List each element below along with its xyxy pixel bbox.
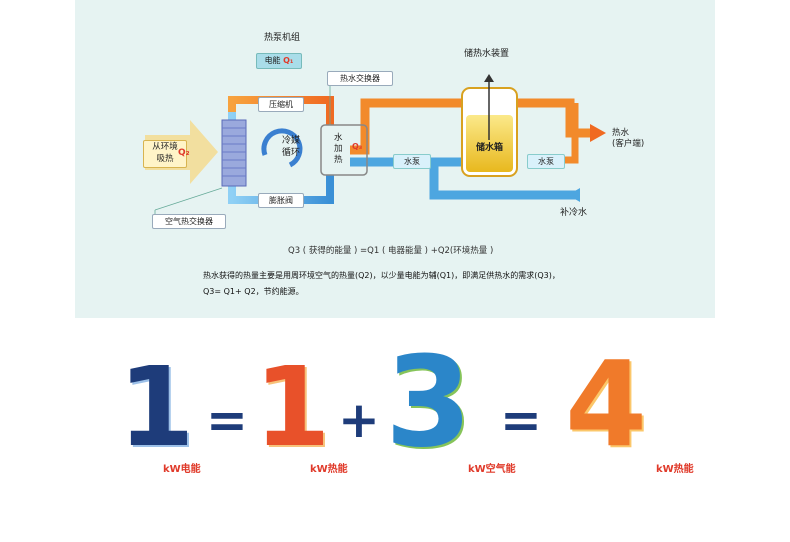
formula-text: Q3 ( 获得的能量 ) =Q1 ( 电器能量 ) +Q2(环境热量 ) (288, 246, 494, 256)
air-exchanger-label: 空气热交换器 (152, 214, 226, 229)
unit-electric-label: kW电能 (163, 464, 201, 475)
storage-tank-water (466, 115, 513, 172)
unit-heat-label: kW热能 (310, 464, 348, 475)
cold-water-pipe (429, 162, 580, 200)
hot-water-pipe (350, 98, 465, 155)
description-line-1: 热水获得的热量主要是用周环境空气的热量(Q2)，以少量电能为辅(Q1)，即满足供… (203, 271, 560, 280)
expansion-valve-box: 膨胀阀 (258, 193, 304, 208)
water-tank-label: 储水箱 (476, 143, 504, 153)
number-1-heat: 1 (254, 343, 331, 471)
hot-water-label: 热水 (客户端) (612, 128, 645, 149)
compressor-box: 压缩机 (258, 97, 304, 112)
pump-right-label: 水泵 (527, 154, 565, 169)
water-heating-label: 水 加 热 (334, 133, 343, 165)
description-text: 热水获得的热量主要是用周环境空气的热量(Q2)，以少量电能为辅(Q1)，即满足供… (203, 268, 560, 300)
water-exchanger-label: 热水交换器 (327, 71, 393, 86)
hot-water-out-pipe (514, 98, 590, 138)
pump-left-label: 水泵 (393, 154, 431, 169)
absorb-heat-box: 从环境 吸热 (143, 140, 187, 168)
cold-water-arrow (568, 188, 580, 202)
cold-water-label: 补冷水 (560, 208, 588, 218)
cycle-arrow (261, 128, 303, 168)
number-3-air: 3 (385, 330, 472, 475)
equals-sign-2: = (500, 391, 542, 449)
unit-total-heat-label: kW热能 (656, 464, 694, 475)
description-line-2: Q3= Q1+ Q2，节约能源。 (203, 287, 304, 296)
absorb-heat-label: 从环境 吸热 (152, 142, 178, 164)
q3-label: Q₃ (352, 142, 363, 151)
heat-pump-unit-label: 热泵机组 (264, 33, 301, 43)
hot-water-arrow (590, 124, 606, 142)
plus-sign: + (338, 391, 380, 449)
water-exchanger-box (320, 124, 368, 176)
number-1-electric: 1 (118, 343, 195, 471)
electric-energy-label: 电能 (264, 56, 281, 65)
air-exchanger-coil (221, 119, 247, 187)
q2-label: Q₂ (178, 148, 190, 158)
storage-device-label: 储热水装置 (464, 49, 510, 59)
equals-sign-1: = (206, 391, 248, 449)
q1-label: Q₁ (283, 56, 294, 65)
refrigerant-cycle-label: 冷媒 循环 (281, 136, 300, 158)
unit-air-label: kW空气能 (468, 464, 516, 475)
number-4-heat: 4 (565, 335, 648, 473)
electric-energy-box: 电能 Q₁ (256, 53, 302, 69)
